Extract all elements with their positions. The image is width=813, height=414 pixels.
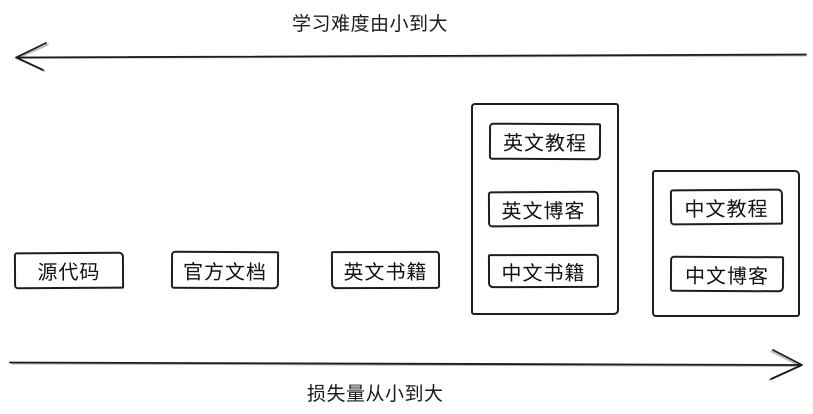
top-arrow-left bbox=[15, 42, 807, 72]
node-english-tutorials: 英文教程 bbox=[488, 122, 602, 161]
top-axis-label: 学习难度由小到大 bbox=[292, 14, 449, 35]
node-english-blogs: 英文博客 bbox=[487, 190, 600, 228]
node-chinese-books: 中文书籍 bbox=[487, 253, 600, 289]
group-chinese-resources: 中文教程 中文博客 bbox=[652, 170, 800, 317]
node-chinese-blogs-label: 中文博客 bbox=[684, 265, 770, 288]
node-english-books: 英文书籍 bbox=[330, 250, 441, 290]
node-source-code-label: 源代码 bbox=[37, 261, 101, 285]
node-english-books-label: 英文书籍 bbox=[343, 261, 428, 284]
bottom-axis-label: 损失量从小到大 bbox=[307, 384, 444, 405]
node-chinese-blogs: 中文博客 bbox=[669, 255, 785, 293]
node-chinese-books-label: 中文书籍 bbox=[501, 262, 586, 285]
node-official-docs-label: 官方文档 bbox=[182, 261, 268, 284]
node-english-blogs-label: 英文博客 bbox=[501, 200, 586, 223]
node-official-docs: 官方文档 bbox=[170, 250, 280, 290]
bottom-arrow-right bbox=[9, 349, 803, 381]
group-english-resources: 英文教程 英文博客 中文书籍 bbox=[471, 103, 619, 315]
node-chinese-tutorials-label: 中文教程 bbox=[684, 198, 769, 221]
node-chinese-tutorials: 中文教程 bbox=[669, 188, 784, 226]
node-english-tutorials-label: 英文教程 bbox=[502, 132, 588, 156]
node-source-code: 源代码 bbox=[13, 251, 125, 290]
